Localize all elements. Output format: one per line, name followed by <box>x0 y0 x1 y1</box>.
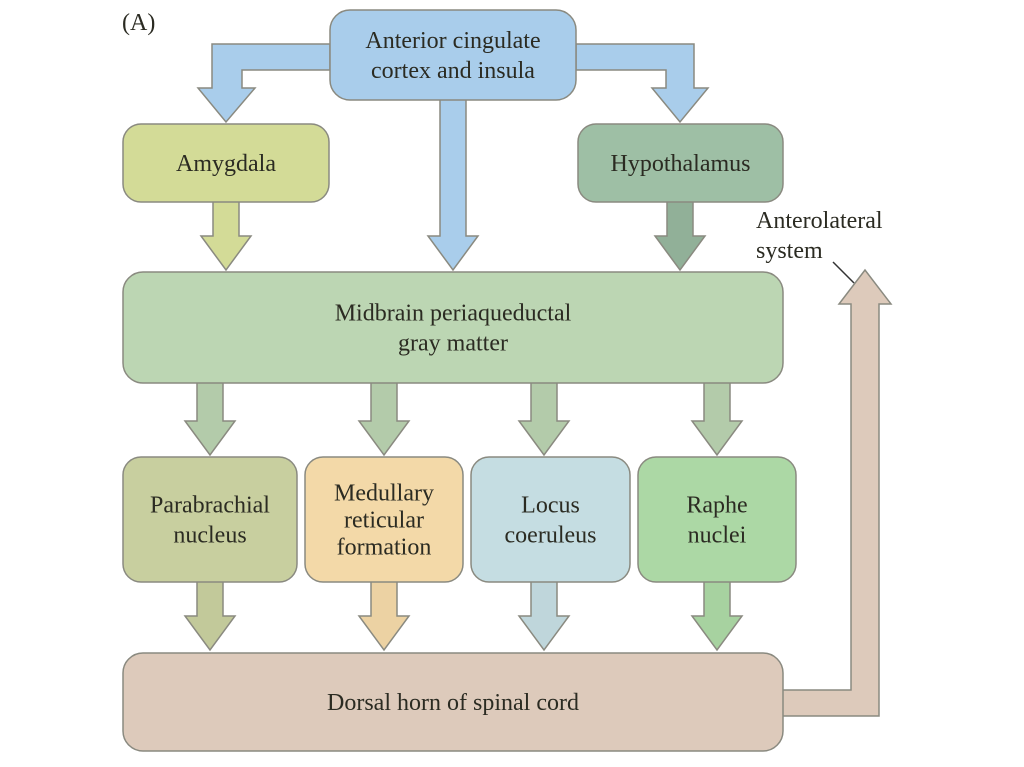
annotation-leader-line <box>832 261 855 284</box>
arrow-medullary-to-dorsal <box>357 579 411 652</box>
node-label-line: Raphe <box>686 493 747 519</box>
node-box <box>122 271 784 384</box>
node-label-line: nuclei <box>688 523 747 549</box>
node-box <box>637 456 797 583</box>
node-box <box>304 456 464 583</box>
arrow-raphe-to-dorsal <box>690 579 744 652</box>
node-amygdala: Amygdala <box>122 123 330 203</box>
arrow-locus-to-dorsal <box>517 579 571 652</box>
node-label: Parabrachial nucleus <box>150 493 270 549</box>
node-label-line: Medullary <box>334 481 434 507</box>
anterolateral-annotation: Anterolateral system <box>756 208 889 264</box>
arrows-layer <box>183 43 893 717</box>
annotation-line-1: Anterolateral <box>756 208 883 234</box>
node-pag: Midbrain periaqueductal gray matter <box>122 271 784 384</box>
node-box <box>577 123 784 203</box>
node-label-line: Amygdala <box>176 151 276 177</box>
node-label-line: gray matter <box>398 331 508 357</box>
arrow-pag-to-parabrachial <box>183 380 237 457</box>
node-dorsal: Dorsal horn of spinal cord <box>122 652 784 752</box>
node-label: Locus coeruleus <box>505 493 597 549</box>
node-parabrachial: Parabrachial nucleus <box>122 456 298 583</box>
arrow-hypothalamus-to-pag <box>653 199 707 272</box>
node-box <box>329 9 577 101</box>
arrow-pag-to-medullary <box>357 380 411 457</box>
node-label-line: Dorsal horn of spinal cord <box>327 690 579 716</box>
arrow-acc-to-pag <box>426 97 480 272</box>
node-box <box>122 456 298 583</box>
node-label-line: Midbrain periaqueductal <box>335 301 572 327</box>
arrow-acc-to-amygdala <box>196 43 331 124</box>
arrow-acc-to-hypothalamus <box>575 43 710 124</box>
node-label: Hypothalamus <box>611 151 751 177</box>
node-locus: Locus coeruleus <box>470 456 631 583</box>
node-label: Amygdala <box>176 151 276 177</box>
node-label: Midbrain periaqueductal gray matter <box>335 301 572 357</box>
node-label-line: coeruleus <box>505 523 597 549</box>
node-box <box>470 456 631 583</box>
node-label-line: Hypothalamus <box>611 151 751 177</box>
node-label-line: nucleus <box>173 523 246 549</box>
arrow-dorsal-to-anterolateral-system <box>780 268 893 717</box>
node-label-line: Locus <box>521 493 580 519</box>
node-box <box>122 123 330 203</box>
node-label: Dorsal horn of spinal cord <box>327 690 579 716</box>
node-raphe: Raphe nuclei <box>637 456 797 583</box>
node-label-line: reticular <box>344 508 424 534</box>
node-label: Raphe nuclei <box>686 493 747 549</box>
node-label: Anterior cingulate cortex and insula <box>365 28 540 84</box>
panel-label: (A) <box>122 10 155 36</box>
node-hypothalamus: Hypothalamus <box>577 123 784 203</box>
arrow-pag-to-raphe <box>690 380 744 457</box>
node-label-line: cortex and insula <box>371 58 535 84</box>
arrow-parabrachial-to-dorsal <box>183 579 237 652</box>
node-acc: Anterior cingulate cortex and insula <box>329 9 577 101</box>
node-box <box>122 652 784 752</box>
node-label-line: formation <box>337 535 432 561</box>
annotation-line-2: system <box>756 238 823 264</box>
node-label-line: Parabrachial <box>150 493 270 519</box>
arrow-amygdala-to-pag <box>199 199 253 272</box>
node-label-line: Anterior cingulate <box>365 28 540 54</box>
boxes-layer: Anterior cingulate cortex and insulaAmygd… <box>122 9 797 752</box>
arrow-pag-to-locus <box>517 380 571 457</box>
